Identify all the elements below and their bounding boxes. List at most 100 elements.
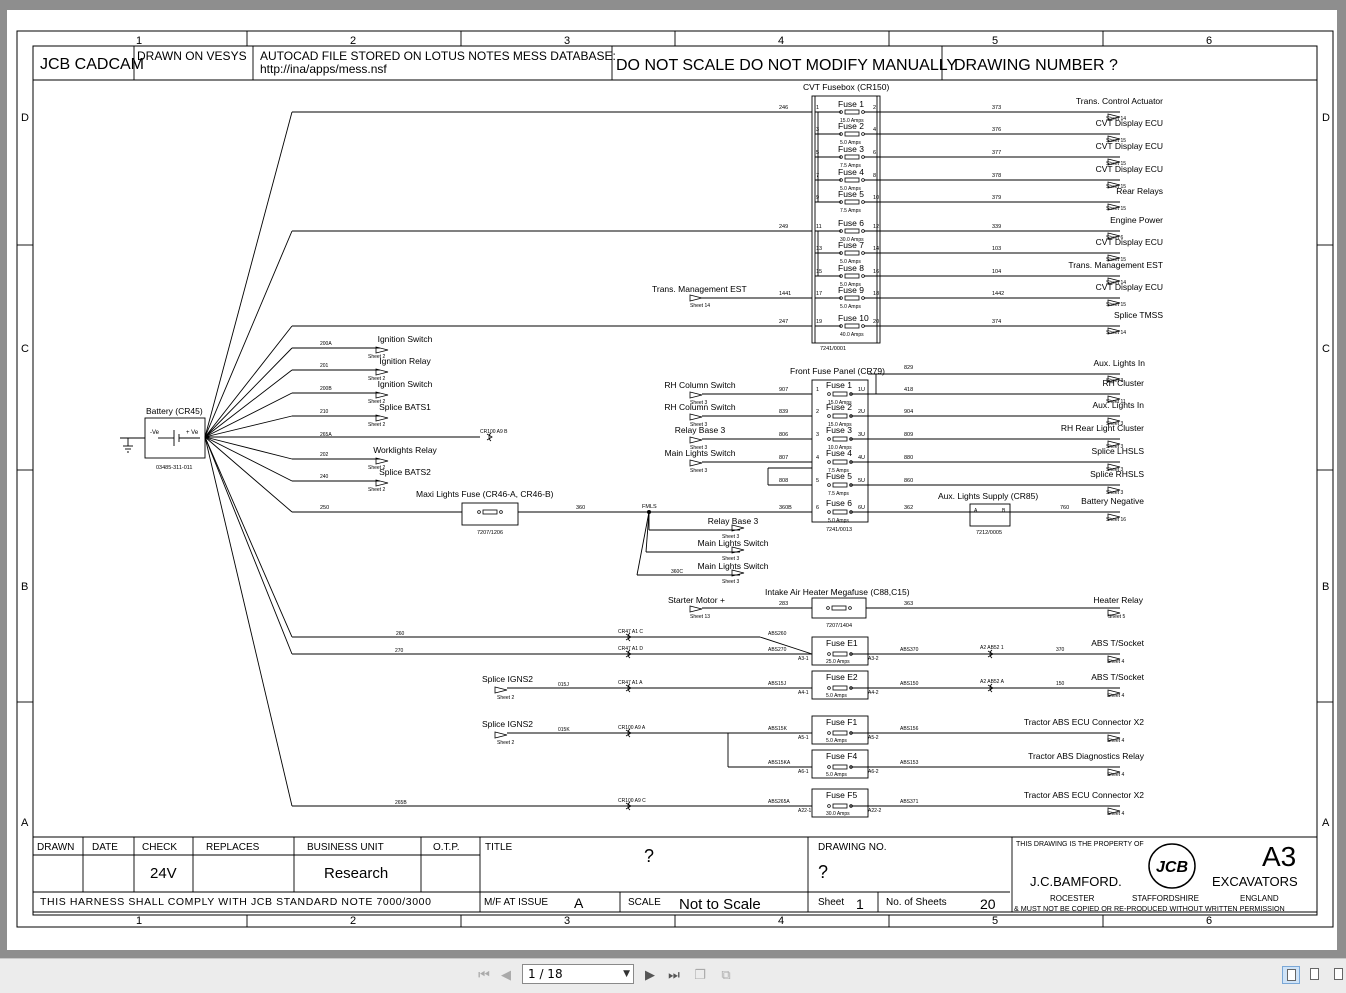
abs-wire-in: ABS265A [768, 799, 790, 805]
ffp-wire-out: 904 [904, 409, 913, 415]
intake-dest-sheet: Sheet 5 [1108, 614, 1125, 620]
cvt-dest-sheet: Sheet 15 [1106, 138, 1126, 144]
battery-part: 03485-311-011 [156, 465, 193, 471]
feed-dest-sheet: Sheet 2 [368, 376, 385, 382]
splice-igns2-arrow [494, 686, 508, 694]
tb-scale-value: Not to Scale [679, 896, 761, 913]
header-warning: DO NOT SCALE DO NOT MODIFY MANUALLY [616, 57, 957, 74]
terminal [827, 483, 831, 487]
abs-dest-sheet: Sheet 4 [1107, 693, 1124, 699]
ffp-dest-sheet: Sheet 3 [1106, 467, 1123, 473]
abs-near-connector: CR100 A9 C [618, 798, 646, 804]
ffp-fuse-name: Fuse 5 [826, 471, 852, 481]
terminal [827, 437, 831, 441]
abs-batt-wire: 015K [558, 727, 570, 733]
column-label-top: 5 [992, 35, 998, 47]
column-label-top: 2 [350, 35, 356, 47]
abs-near-connector: CR100 A9 A [618, 725, 646, 731]
cvt-wire-out: 373 [992, 105, 1001, 111]
abs-far-conn-symbol [989, 649, 993, 659]
cvt-dest-sheet: Sheet 15 [1106, 302, 1126, 308]
terminal [861, 324, 865, 328]
maxi-fuse-title: Maxi Lights Fuse (CR46-A, CR46-B) [416, 489, 554, 499]
first-page-button[interactable]: ⏮ [478, 967, 490, 983]
feed-dest-arrow [375, 414, 389, 422]
abs-wire-out: ABS153 [900, 760, 919, 766]
ffp-wire-out: 362 [904, 505, 913, 511]
cvt-fuse-5 [844, 199, 860, 205]
tb-title-value: ? [644, 846, 654, 866]
feed-dest-sheet: Sheet 2 [368, 465, 385, 471]
ffp-fuse-2 [832, 413, 848, 419]
cvt-pin-out: 14 [873, 246, 879, 252]
abs-fuse-name: Fuse E1 [826, 638, 858, 648]
page-selector[interactable]: 1 / 18 ▼ [522, 964, 634, 984]
copy-icon[interactable]: ❐ [694, 967, 706, 983]
abs-fuse-out: A4-2 [868, 690, 879, 696]
next-page-button[interactable]: ▶ [645, 967, 655, 983]
abs-dest-label: Tractor ABS ECU Connector X2 [1024, 717, 1144, 727]
cvt-dest-arrow [1107, 254, 1121, 262]
battery-feed [204, 369, 293, 438]
ffp-fuse-amps: 7.5 Amps [828, 468, 849, 474]
cvt-dest-label: Rear Relays [1116, 186, 1163, 196]
cvt-wire-in: 246 [779, 105, 788, 111]
abs-wire-in: ABS15K [768, 726, 788, 732]
terminal [499, 510, 503, 514]
connector-pin [987, 684, 994, 692]
ffp-pin-out: 4U [858, 455, 865, 461]
splice-igns2-label: Splice IGNS2 [482, 674, 533, 684]
intake-source-arrow [689, 605, 703, 613]
cvt-dest-arrow [1107, 203, 1121, 211]
abs-fuse-name: Fuse F1 [826, 717, 857, 727]
feed-dest-arrow [375, 346, 389, 354]
tb-loc-3: ENGLAND [1240, 894, 1279, 903]
ffp-fuse-3 [832, 436, 848, 442]
previous-page-button[interactable]: ◀ [501, 967, 511, 983]
ffp-top-arrow [1107, 375, 1121, 383]
ffp-wire-in: 807 [779, 455, 788, 461]
tb-title: TITLE [485, 842, 513, 853]
terminal [827, 765, 831, 769]
fuse9-source-label: Trans. Management EST [652, 284, 747, 294]
cvt-wire-out: 1442 [992, 291, 1004, 297]
row-label-right: A [1322, 817, 1330, 829]
splice-igns2-label: Splice IGNS2 [482, 719, 533, 729]
fmls-branch-label: Relay Base 3 [708, 516, 759, 526]
tb-sheet-value: 1 [856, 896, 864, 912]
cvt-pin-out: 6 [873, 150, 876, 156]
tb-property: THIS DRAWING IS THE PROPERTY OF [1016, 841, 1144, 848]
tb-drawing-no-value: ? [818, 862, 828, 882]
abs-fuse-3 [832, 730, 848, 736]
cvt-dest-sheet: Sheet 14 [1106, 116, 1126, 122]
ffp-fuse-1 [832, 391, 848, 397]
last-page-button[interactable]: ⏭ [668, 967, 680, 983]
two-page-view-button[interactable] [1330, 966, 1346, 984]
feed-wire-label: 202 [320, 452, 329, 458]
cvt-dest-label: CVT Display ECU [1096, 164, 1163, 174]
aux-pin-a: A [974, 508, 978, 514]
maxi-fuse-part: 7207/1206 [477, 530, 503, 536]
continuous-view-button[interactable] [1306, 966, 1324, 984]
cvt-dest-arrow [1107, 135, 1121, 143]
connector-pin [625, 633, 632, 641]
single-page-view-button[interactable] [1282, 966, 1300, 984]
row-label-left: B [21, 581, 28, 593]
column-label-top: 6 [1206, 35, 1212, 47]
tb-drawing-no: DRAWING NO. [818, 842, 887, 853]
row-label-right: D [1322, 112, 1330, 124]
ffp-fuse-amps: 5.0 Amps [828, 518, 849, 524]
ffp-fuse-name: Fuse 6 [826, 498, 852, 508]
battery-feed [204, 415, 293, 438]
feed-dest-sheet: Sheet 2 [368, 399, 385, 405]
terminal [827, 414, 831, 418]
feed-270 [204, 436, 293, 655]
rotate-icon[interactable]: ⧉ [721, 967, 731, 983]
feed-dest-label: Splice BATS2 [379, 467, 431, 477]
facing-pages-icon [1334, 968, 1343, 980]
cvt-fuse-7 [844, 250, 860, 256]
ffp-dest-label: Splice LHSLS [1092, 446, 1145, 456]
cvt-pin-in: 11 [816, 224, 822, 230]
cvt-fuse-9 [844, 295, 860, 301]
